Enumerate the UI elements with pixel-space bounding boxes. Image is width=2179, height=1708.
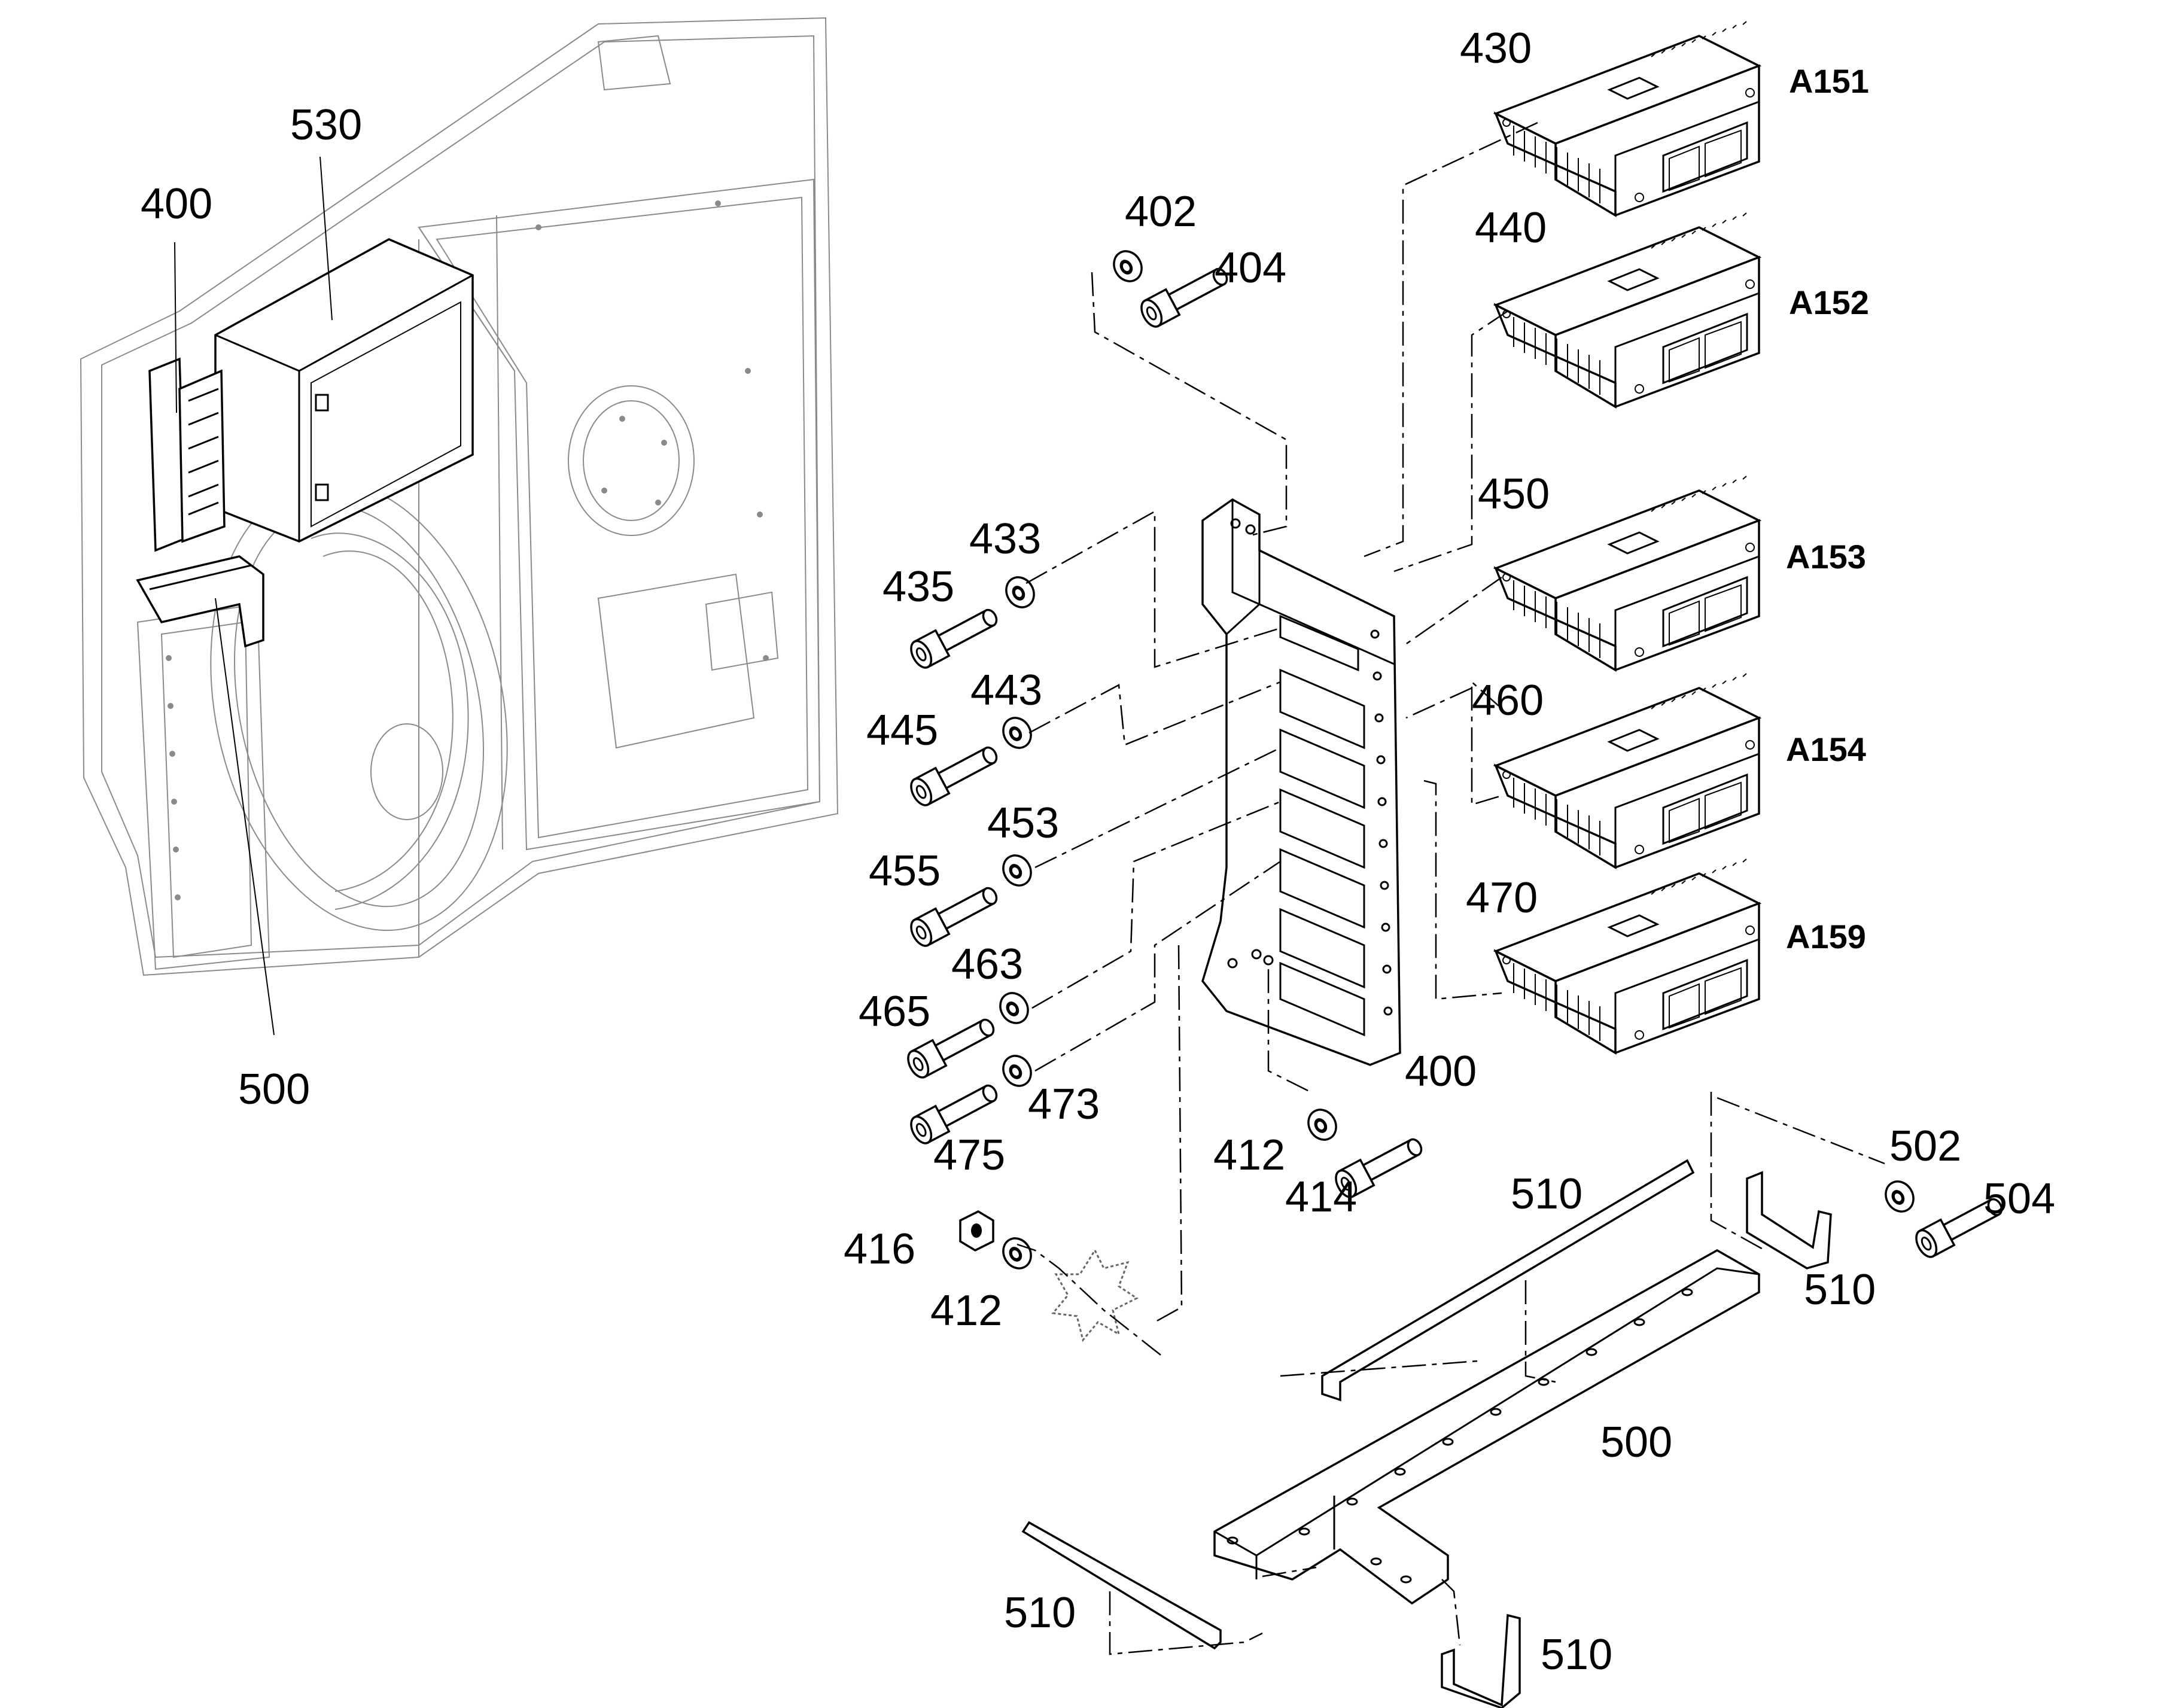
- washer-453: [1002, 854, 1032, 887]
- callout-A153: A153: [1786, 538, 1866, 576]
- strip-510-upper: [1321, 1159, 1695, 1402]
- nut-416: [959, 1210, 994, 1252]
- callout-400: 400: [1405, 1048, 1477, 1095]
- callout-455: 455: [869, 847, 941, 895]
- callout-416: 416: [844, 1225, 915, 1273]
- clip-510-upper: [1746, 1171, 1832, 1269]
- callout-440: 440: [1475, 204, 1547, 252]
- electronic-modules: [1493, 21, 1762, 1055]
- module-A159: [1493, 858, 1762, 1055]
- callout-465: 465: [859, 988, 930, 1036]
- washer-412-upper: [1307, 1109, 1337, 1141]
- washer-402: [1113, 250, 1143, 282]
- callout-445: 445: [866, 707, 938, 754]
- screw-475: [910, 1084, 998, 1144]
- callout-414: 414: [1285, 1173, 1357, 1221]
- fasteners: [907, 250, 2003, 1269]
- washer-463: [999, 992, 1029, 1024]
- mounting-bracket-400: [1201, 498, 1401, 1066]
- callout-510-lower-right: 510: [1541, 1631, 1612, 1679]
- callout-435: 435: [882, 563, 954, 611]
- screw-445: [910, 746, 998, 806]
- callout-473: 473: [1028, 1080, 1100, 1128]
- module-A151: [1493, 21, 1762, 218]
- callout-504: 504: [1983, 1175, 2055, 1223]
- callout-443: 443: [970, 666, 1042, 714]
- clip-510-lower: [1441, 1613, 1521, 1708]
- screw-435: [910, 608, 998, 669]
- bracket-500-overview: [136, 555, 264, 648]
- assembly-lines: [1017, 121, 1885, 1655]
- callout-475: 475: [933, 1131, 1005, 1179]
- callout-412-upper: 412: [1213, 1131, 1285, 1179]
- strip-510-lower: [1021, 1521, 1222, 1650]
- callout-450: 450: [1478, 470, 1550, 518]
- module-A152: [1493, 212, 1762, 409]
- washer-502: [1885, 1180, 1915, 1213]
- callout-A152: A152: [1789, 284, 1869, 321]
- control-box-530: [214, 238, 474, 543]
- callout-470: 470: [1466, 874, 1538, 922]
- callout-510-upper: 510: [1511, 1170, 1582, 1218]
- callout-463: 463: [951, 940, 1023, 988]
- callout-404: 404: [1215, 244, 1286, 292]
- callout-412-lower: 412: [930, 1287, 1002, 1335]
- callout-433: 433: [969, 515, 1041, 563]
- module-A154: [1493, 673, 1762, 870]
- screw-465: [907, 1018, 995, 1079]
- callout-500-overview: 500: [238, 1065, 310, 1113]
- callout-460: 460: [1472, 677, 1544, 724]
- washer-443: [1002, 717, 1032, 749]
- callout-530: 530: [290, 101, 362, 149]
- bracket-400-overview: [148, 357, 226, 552]
- callout-A154: A154: [1786, 730, 1866, 768]
- washer-433: [1005, 576, 1035, 608]
- washer-412-lower: [1002, 1237, 1032, 1269]
- callout-430: 430: [1460, 25, 1532, 72]
- overview-leaders: [174, 156, 333, 1036]
- star-washer: [1051, 1248, 1139, 1342]
- screw-504: [1915, 1198, 2003, 1258]
- callout-A151: A151: [1789, 62, 1869, 100]
- callout-510-lower-left: 510: [1004, 1589, 1076, 1637]
- screw-414: [1335, 1138, 1423, 1198]
- callout-400-overview: 400: [141, 180, 212, 228]
- callout-502: 502: [1889, 1122, 1961, 1170]
- module-A153: [1493, 476, 1762, 672]
- screw-455: [910, 887, 998, 947]
- base-bracket-500: [1213, 1249, 1760, 1605]
- callout-500: 500: [1600, 1418, 1672, 1466]
- washer-473: [1002, 1055, 1032, 1087]
- callout-A159: A159: [1786, 918, 1866, 955]
- screw-404: [1140, 267, 1228, 328]
- machine-frame-overview: [80, 17, 839, 976]
- callout-labels: 530 400 500 402 404 430 440 450 460 470 …: [141, 25, 2055, 1679]
- callout-510-clip: 510: [1804, 1266, 1876, 1314]
- callout-453: 453: [987, 799, 1059, 847]
- callout-402: 402: [1125, 188, 1197, 236]
